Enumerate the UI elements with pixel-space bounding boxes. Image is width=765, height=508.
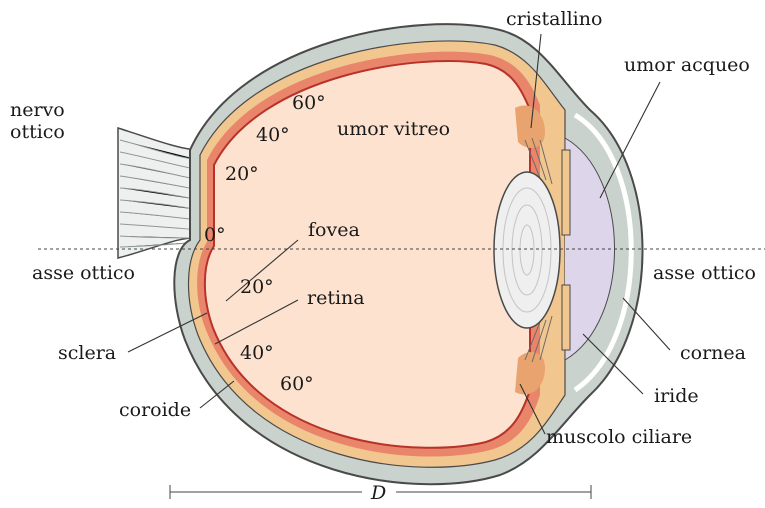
axis-label-right: asse ottico bbox=[653, 262, 756, 284]
nerve-label-line2: ottico bbox=[10, 121, 65, 143]
vitreous-label: umor vitreo bbox=[337, 118, 450, 140]
lens bbox=[494, 172, 560, 328]
ciliary-label: muscolo ciliare bbox=[546, 426, 692, 448]
angle-upper-20: 20° bbox=[225, 163, 259, 185]
iris-label: iride bbox=[654, 385, 699, 407]
angle-lower-40: 40° bbox=[240, 342, 274, 364]
axis-label-left: asse ottico bbox=[32, 262, 135, 284]
angle-lower-20: 20° bbox=[240, 276, 274, 298]
fovea-label: fovea bbox=[308, 219, 360, 241]
lens-label: cristallino bbox=[506, 8, 602, 30]
angle-upper-60: 60° bbox=[292, 92, 326, 114]
diameter-label: D bbox=[371, 482, 386, 504]
angle-lower-60: 60° bbox=[280, 373, 314, 395]
retina-label: retina bbox=[307, 287, 365, 309]
choroid-label: coroide bbox=[119, 399, 191, 421]
aqueous-label: umor acqueo bbox=[624, 54, 750, 76]
optic-nerve bbox=[118, 128, 200, 258]
angle-upper-40: 40° bbox=[256, 124, 290, 146]
sclera-label: sclera bbox=[58, 342, 116, 364]
cornea-label: cornea bbox=[680, 342, 746, 364]
nerve-label-line1: nervo bbox=[10, 99, 65, 121]
angle-zero: 0° bbox=[204, 224, 226, 246]
